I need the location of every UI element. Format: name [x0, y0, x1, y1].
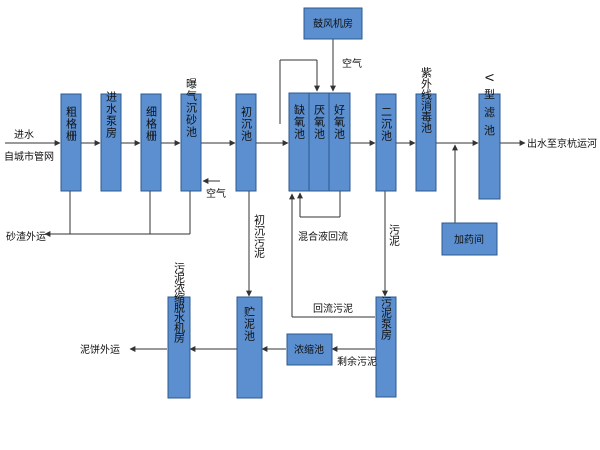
box-sludge-pump-room-label: 污泥泵房 — [380, 296, 393, 341]
flow-lines — [5, 39, 526, 352]
box-sludge-pump-room: 污泥泵房 — [375, 296, 397, 398]
box-primary-clarifier-label: 初沉池 — [240, 105, 253, 142]
box-coarse-screen: 粗格栅 — [60, 93, 82, 192]
box-primary-clarifier: 初沉池 — [235, 93, 257, 192]
box-thickener-label: 浓缩池 — [294, 343, 324, 356]
box-thickener: 浓缩池 — [286, 333, 333, 366]
box-uv-disinfection-label: 紫外线消毒池 — [420, 67, 433, 133]
box-secondary-clarifier: 二沉池 — [375, 93, 397, 192]
box-inlet-pump: 进水泵房 — [100, 91, 122, 192]
box-anoxic-label: 缺氧池 — [293, 103, 306, 140]
box-sludge-storage-label: 贮泥池 — [243, 306, 256, 342]
box-coarse-screen-label: 粗格栅 — [65, 106, 78, 142]
box-aerated-grit: 曝气沉砂池 — [180, 78, 202, 192]
box-dewatering-room: 污泥浓缩脱水机房 — [167, 262, 191, 399]
box-sludge-storage: 贮泥池 — [236, 296, 263, 399]
box-dosing-room-label: 加药间 — [454, 233, 484, 246]
label-from-network: 自城市管网 — [4, 150, 54, 163]
box-secondary-clarifier-label: 二沉池 — [380, 106, 393, 142]
label-primary-sludge: 初沉污泥 — [253, 213, 266, 259]
box-bio-tank: 缺氧池 厌氧池 好氧池 — [288, 92, 351, 192]
label-cake-out: 泥饼外运 — [80, 343, 120, 356]
box-fine-screen: 细格栅 — [140, 93, 162, 192]
box-dosing-room: 加药间 — [441, 222, 498, 256]
box-v-filter: V型滤池 — [478, 74, 501, 200]
box-blower-room-label: 鼓风机房 — [313, 17, 353, 30]
label-excess-sludge: 剩余污泥 — [337, 355, 377, 368]
label-mixed-liquor: 混合液回流 — [298, 230, 348, 243]
box-uv-disinfection: 紫外线消毒池 — [415, 67, 437, 192]
label-return-sludge: 回流污泥 — [313, 302, 353, 315]
box-inlet-pump-label: 进水泵房 — [105, 91, 118, 139]
label-grit-out: 砂渣外运 — [6, 230, 46, 243]
box-aerobic-label: 好氧池 — [333, 103, 346, 140]
label-sludge: 污泥 — [388, 224, 401, 247]
box-dewatering-room-label: 污泥浓缩脱水机房 — [173, 262, 186, 344]
label-air-grit: 空气 — [206, 187, 226, 200]
box-anaerobic-label: 厌氧池 — [313, 104, 326, 140]
label-inflow: 进水 — [14, 129, 34, 141]
box-fine-screen-label: 细格栅 — [145, 106, 158, 142]
box-blower-room: 鼓风机房 — [303, 7, 363, 40]
box-v-filter-label: V型滤池 — [483, 74, 496, 143]
box-aerated-grit-label: 曝气沉砂池 — [185, 78, 198, 138]
annotations: 进水 自城市管网 砂渣外运 空气 空气 初沉污泥 混合液回流 污泥 回流污泥 剩… — [4, 57, 597, 368]
label-air-top: 空气 — [342, 57, 362, 70]
label-effluent: 出水至京杭运河 — [527, 137, 597, 150]
